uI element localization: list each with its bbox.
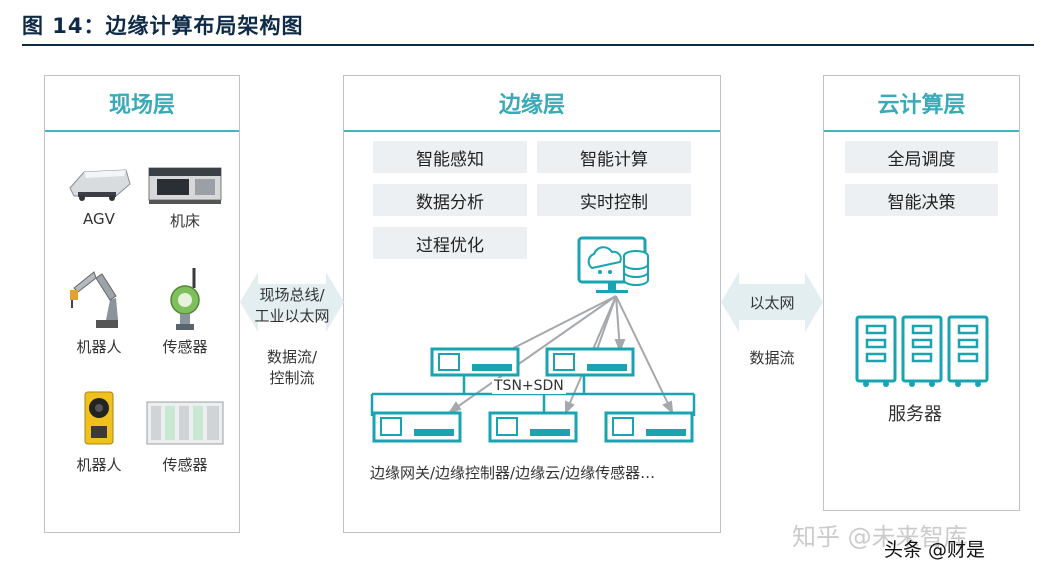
device-robot: 机器人 bbox=[59, 266, 139, 357]
cloud-layer-rule bbox=[824, 130, 1019, 132]
device-sensor: 传感器 bbox=[145, 266, 225, 357]
edge-layer-panel: 边缘层 智能感知 智能计算 数据分析 实时控制 过程优化 bbox=[343, 75, 721, 533]
field-layer-panel: 现场层 AGV 机床 机器人 bbox=[44, 75, 240, 533]
robot-arm-icon bbox=[70, 271, 118, 328]
edge-gateway-icon bbox=[488, 411, 578, 443]
edge-network-diagram bbox=[370, 236, 696, 443]
edge-server-icon bbox=[577, 236, 649, 293]
edge-function: 实时控制 bbox=[537, 184, 691, 216]
plc-module-icon bbox=[146, 401, 224, 445]
agv-icon bbox=[69, 169, 131, 201]
figure-title: 图 14：边缘计算布局架构图 bbox=[22, 14, 304, 38]
network-bus bbox=[370, 374, 696, 416]
field-layer-title: 现场层 bbox=[108, 93, 175, 118]
machine-tool-icon bbox=[148, 167, 222, 204]
device-machine-tool: 机床 bbox=[145, 162, 225, 231]
edge-gateway-icon bbox=[545, 347, 635, 377]
edge-function: 过程优化 bbox=[373, 227, 527, 259]
cloud-layer-panel: 云计算层 全局调度 智能决策 服务器 bbox=[823, 75, 1020, 511]
server-label: 服务器 bbox=[888, 404, 942, 425]
edge-function: 数据分析 bbox=[373, 184, 527, 216]
zhihu-watermark: 知乎 @未来智库 bbox=[792, 523, 968, 551]
title-rule bbox=[22, 44, 1034, 46]
device-label: 机床 bbox=[169, 212, 200, 230]
edge-layer-title: 边缘层 bbox=[498, 93, 565, 118]
network-label: TSN+SDN bbox=[492, 378, 566, 394]
edge-cloud-double-arrow bbox=[721, 272, 823, 332]
field-edge-flow-label: 数据流/ 控制流 bbox=[266, 348, 318, 387]
field-edge-link-label: 现场总线/ 工业以太网 bbox=[254, 286, 330, 325]
device-sensor-2: 传感器 bbox=[145, 398, 225, 475]
device-label: AGV bbox=[83, 210, 115, 228]
device-label: 传感器 bbox=[162, 456, 208, 474]
device-label: 机器人 bbox=[76, 338, 122, 356]
server-rack-icon bbox=[855, 315, 989, 387]
edge-devices-caption: 边缘网关/边缘控制器/边缘云/边缘传感器… bbox=[370, 464, 656, 482]
edge-gateway-icon bbox=[430, 347, 520, 377]
cloud-function: 全局调度 bbox=[845, 141, 998, 173]
device-robot-2: 机器人 bbox=[59, 390, 139, 475]
toutiao-watermark: 头条 @财是 bbox=[884, 539, 986, 561]
cloud-layer-title: 云计算层 bbox=[877, 93, 966, 118]
edge-layer-rule bbox=[344, 130, 720, 132]
device-label: 机器人 bbox=[76, 456, 122, 474]
vision-camera-icon bbox=[84, 391, 114, 445]
field-layer-rule bbox=[45, 130, 239, 132]
device-label: 传感器 bbox=[162, 338, 208, 356]
edge-function: 智能感知 bbox=[373, 141, 527, 173]
cloud-function: 智能决策 bbox=[845, 184, 998, 216]
edge-gateway-icon bbox=[604, 411, 694, 443]
edge-cloud-flow-label: 数据流 bbox=[749, 349, 795, 367]
edge-cloud-link-label: 以太网 bbox=[749, 294, 795, 312]
sensor-transmitter-icon bbox=[170, 268, 200, 330]
edge-gateway-icon bbox=[372, 411, 462, 443]
field-edge-double-arrow bbox=[240, 272, 344, 332]
edge-function: 智能计算 bbox=[537, 141, 691, 173]
device-agv: AGV bbox=[59, 162, 139, 228]
